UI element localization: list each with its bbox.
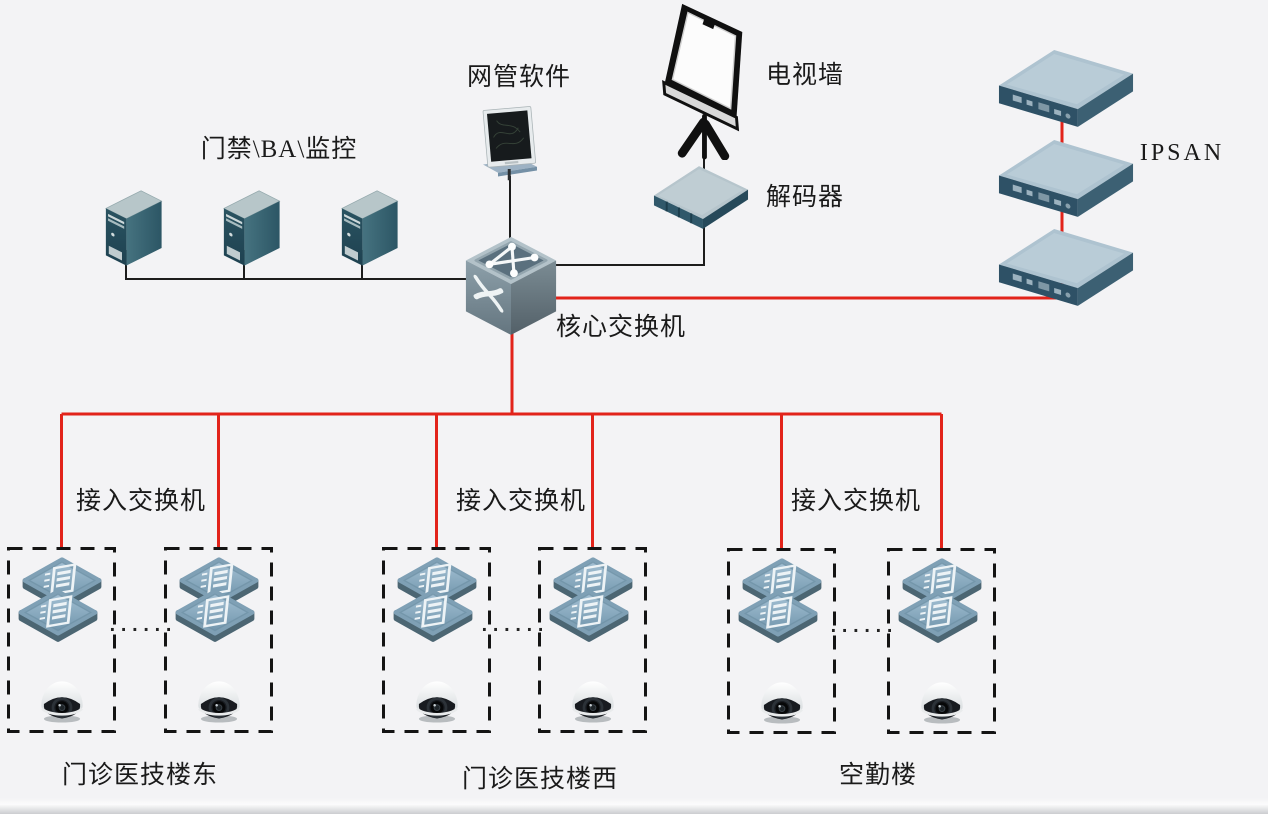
access-switch-icon	[548, 588, 630, 655]
ipsan-storage-icon	[997, 40, 1135, 129]
ellipsis-more-units: ......	[828, 617, 896, 637]
access-switch-icon	[737, 589, 819, 656]
building-unit-box	[164, 547, 273, 733]
link-decoder-core-switch	[552, 224, 706, 267]
server-tower-icon	[218, 182, 284, 270]
server-tower-icon	[100, 182, 166, 270]
link-core-switch-ipsan	[553, 278, 1064, 300]
dome-camera-icon	[190, 676, 248, 723]
building-west-label: 门诊医技楼西	[461, 766, 619, 793]
nms-label: 网管软件	[466, 64, 572, 91]
building-unit-box	[538, 547, 647, 733]
building-unit-box	[727, 548, 836, 734]
access-switch-icon	[17, 588, 99, 655]
building-east-label: 门诊医技楼东	[61, 762, 219, 789]
building-unit-box	[382, 547, 491, 733]
core-switch-label: 核心交换机	[556, 314, 687, 341]
decoder-icon	[652, 164, 750, 231]
server-tower-icon	[336, 182, 402, 270]
access-switch-icon	[392, 588, 474, 655]
ellipsis-more-units: ......	[479, 616, 547, 636]
nms-monitor-icon	[480, 106, 540, 181]
bottom-fade-band	[0, 798, 1268, 814]
ipsan-storage-icon	[997, 219, 1135, 308]
access-switch-icon	[174, 588, 256, 655]
access-switch-icon	[897, 589, 979, 656]
dome-camera-icon	[913, 677, 971, 724]
server-group-label: 门禁\BA\监控	[200, 136, 358, 163]
ipsan-label: IPSAN	[1139, 140, 1225, 166]
dome-camera-icon	[408, 676, 466, 723]
dome-camera-icon	[33, 676, 91, 723]
building-unit-box	[7, 547, 116, 733]
access-switch-label: 接入交换机	[75, 488, 207, 515]
building-unit-box	[887, 548, 996, 734]
access-switch-label: 接入交换机	[790, 488, 922, 515]
decoder-label: 解码器	[765, 184, 845, 211]
access-switch-label: 接入交换机	[455, 488, 587, 515]
dome-camera-icon	[564, 676, 622, 723]
building-aircrew-label: 空勤楼	[838, 762, 918, 789]
dome-camera-icon	[753, 677, 811, 724]
ellipsis-more-units: ......	[107, 616, 175, 636]
tv-wall-label: 电视墙	[765, 62, 845, 89]
core-switch-icon	[462, 228, 560, 336]
projection-screen-icon	[655, 0, 752, 160]
ipsan-storage-icon	[997, 130, 1135, 219]
